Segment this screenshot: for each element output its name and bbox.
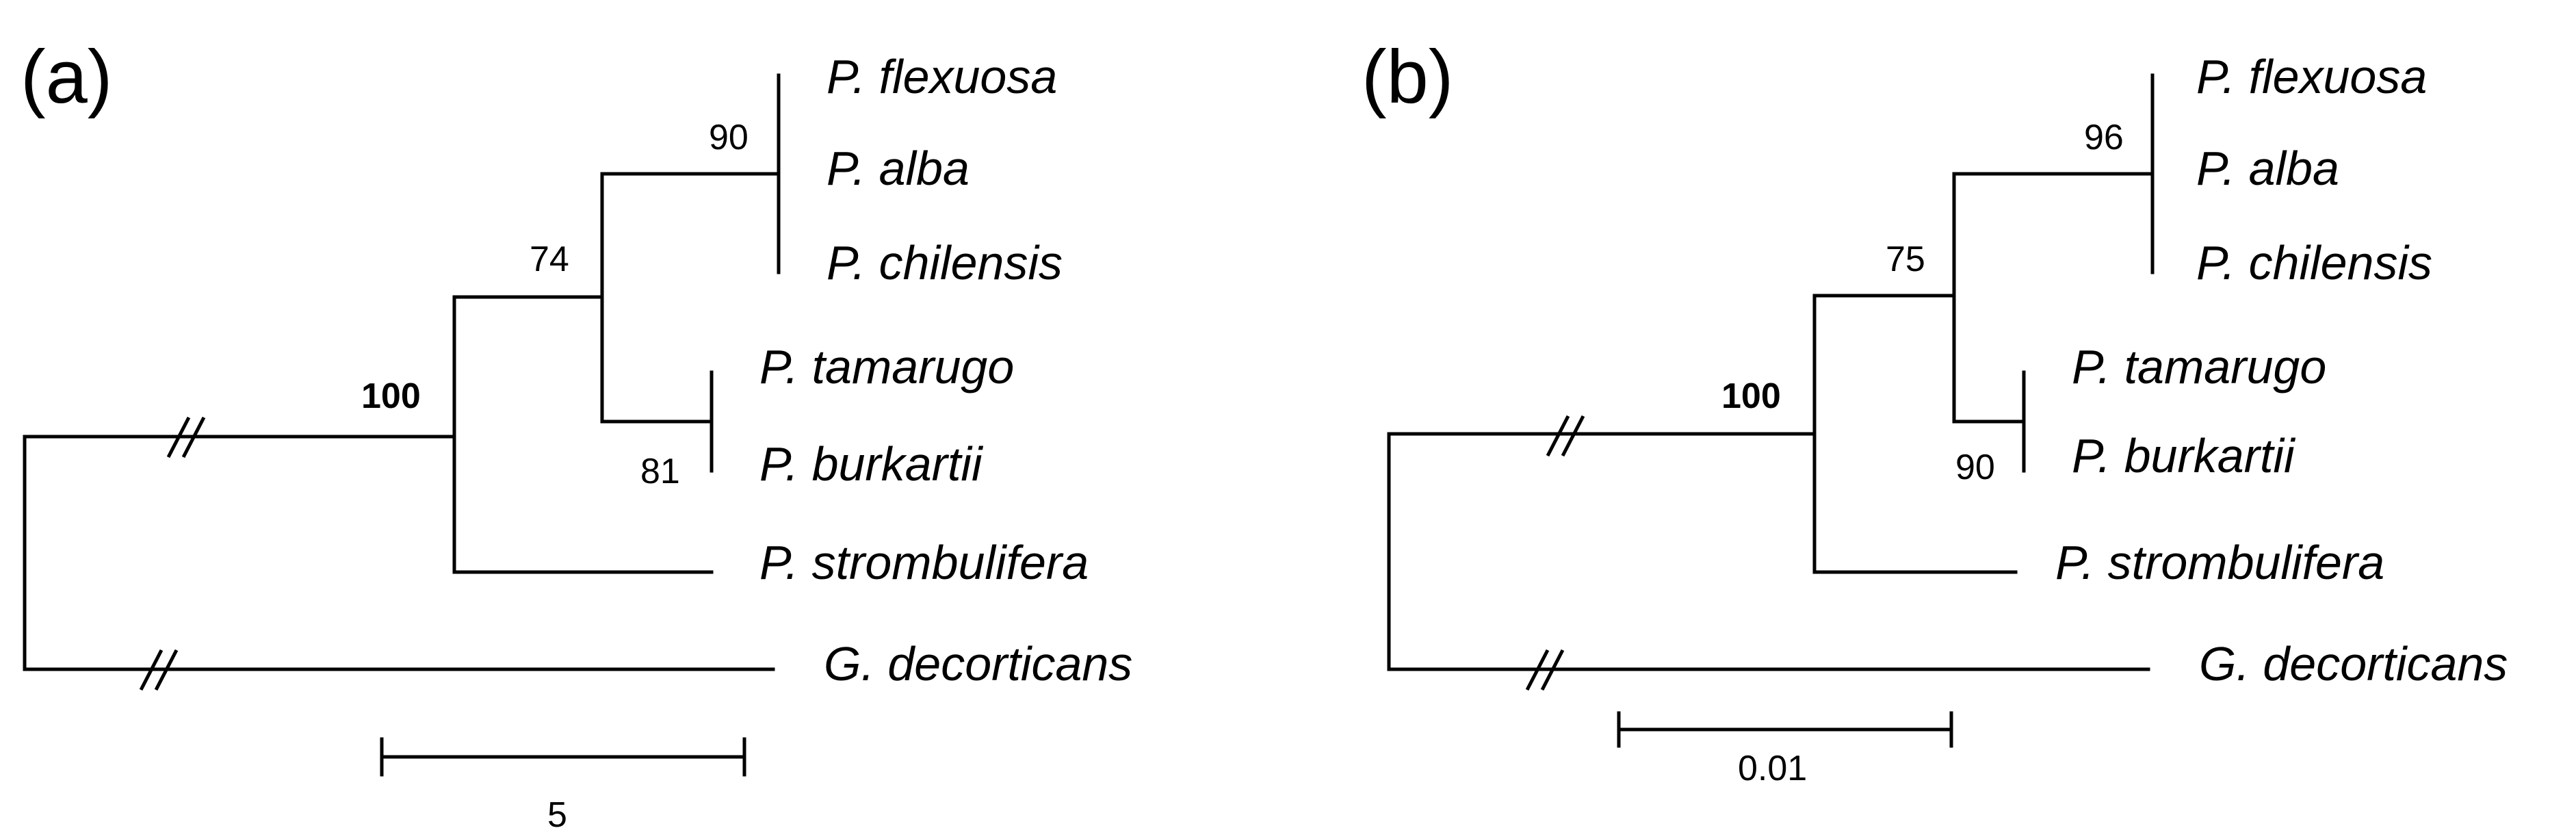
scale-bar-label: 5 [547,795,567,835]
taxon-label: P. alba [2196,142,2339,195]
taxon-label: P. burkartii [759,437,984,491]
taxon-label: G. decorticans [2199,637,2508,690]
taxon-label: P. strombulifera [2055,536,2384,589]
branch-break-marker [1546,415,1585,457]
taxon-label: P. burkartii [2072,429,2296,482]
taxon-label: P. alba [827,142,970,195]
taxon-label: P. chilensis [2196,236,2432,289]
branch-break-marker [166,416,206,459]
support-value: 74 [530,240,569,279]
taxon-label: P. strombulifera [759,536,1089,589]
scale-bar [380,737,746,777]
support-value: 100 [361,376,421,416]
support-value: 96 [2084,118,2124,157]
taxon-label: P. tamarugo [759,340,1014,393]
taxon-label: G. decorticans [824,637,1132,690]
branch-break-marker [139,649,179,691]
taxon-label: P. flexuosa [2196,50,2427,103]
taxon-label: P. tamarugo [2072,340,2326,393]
scale-bar [1617,711,1953,748]
support-value: 90 [709,118,749,157]
taxon-label: P. flexuosa [827,50,1057,103]
support-value: 100 [1721,376,1781,416]
support-value: 90 [1955,448,1995,487]
panel-a-label: (a) [21,35,112,119]
panel-b: (b) 100 75 96 90 P. flexuosa P. alba [1362,35,2508,788]
support-value: 81 [640,452,680,491]
scale-bar-label: 0.01 [1738,749,1807,788]
panel-b-label: (b) [1362,35,1453,119]
branch-break-marker [1525,649,1565,691]
panel-a: (a) 100 74 90 81 P. flexuosa P. alba [21,35,1132,835]
taxon-label: P. chilensis [827,236,1063,289]
support-value: 75 [1886,240,1925,279]
